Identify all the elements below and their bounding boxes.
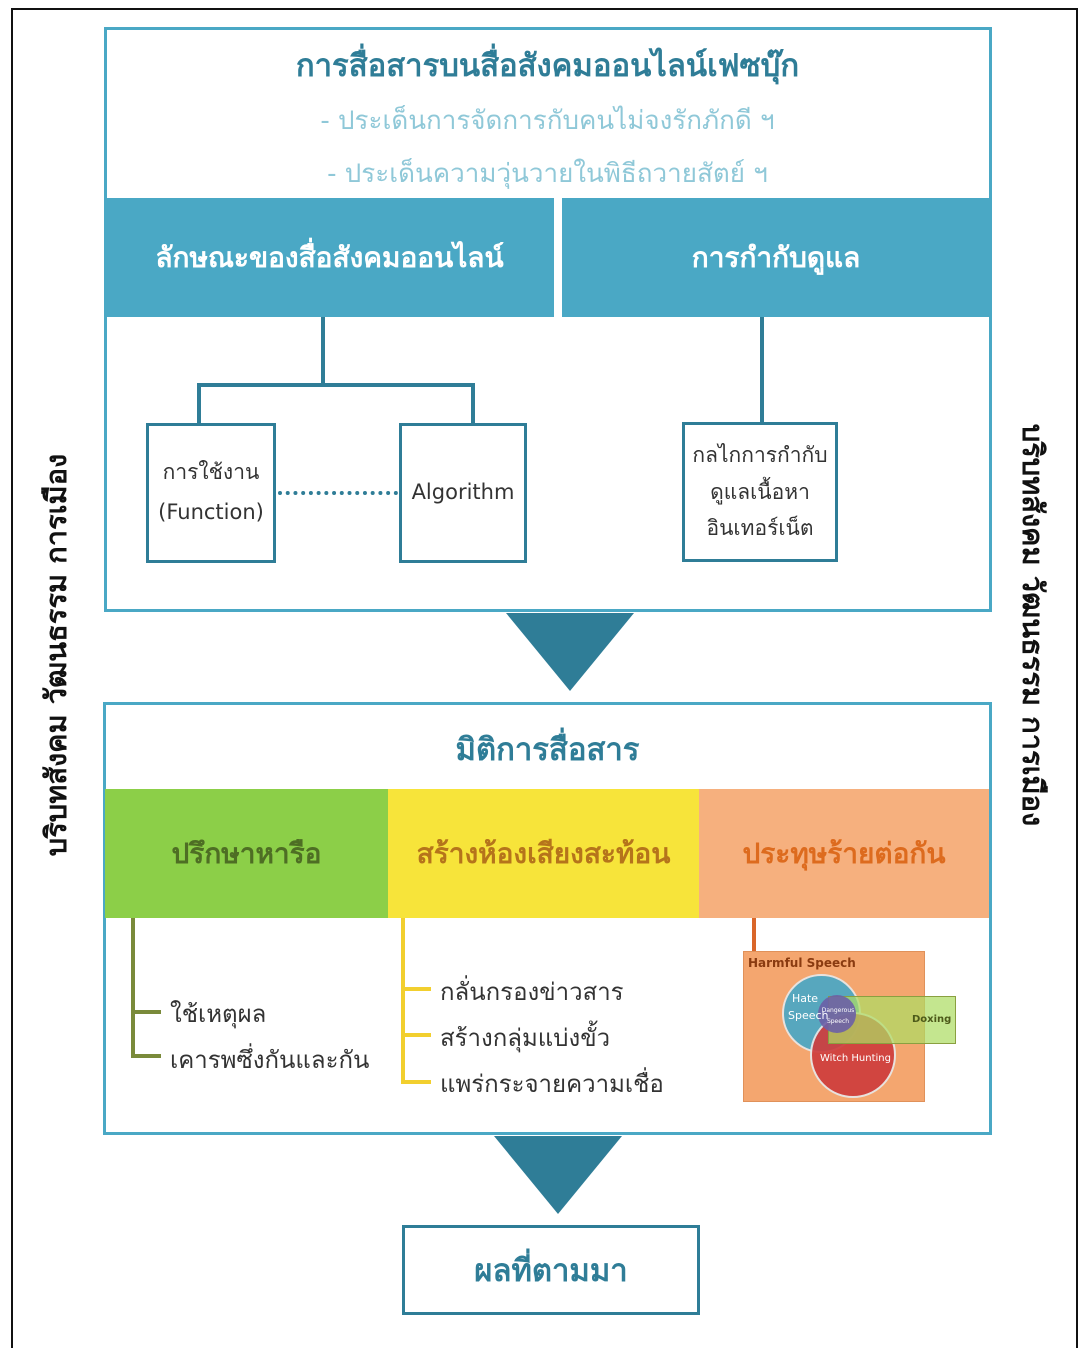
venn-dangerous-label: Dangerous Speech: [821, 1007, 855, 1025]
consequence-title: ผลที่ตามมา: [474, 1253, 628, 1289]
connector-left-bar: [197, 383, 475, 387]
side-label-left: บริบทสังคม วัฒนธรรม การเมือง: [39, 453, 73, 857]
tree-branch-deliberation-1: [131, 1010, 161, 1014]
regulation-box-line1: กลไกการกำกับ: [692, 442, 828, 467]
algorithm-label: Algorithm: [411, 480, 515, 505]
regulation-box-line3: อินเทอร์เน็ต: [706, 516, 814, 541]
function-box-line2: (Function): [158, 500, 264, 524]
deliberation-item-2: เคารพซึ่งกันและกัน: [170, 1046, 370, 1074]
top-section-title: การสื่อสารบนสื่อสังคมออนไลน์เฟซบุ๊ก: [295, 48, 800, 84]
venn-title: Harmful Speech: [748, 956, 856, 970]
echo-item-3: แพร่กระจายความเชื่อ: [440, 1070, 664, 1098]
venn-dangerous-circle: [818, 995, 856, 1033]
bottom-section-box: ผลที่ตามมา: [402, 1225, 700, 1315]
tree-branch-deliberation-2: [131, 1054, 161, 1058]
issue-line-1: - ประเด็นการจัดการกับคนไม่จงรักภักดี ฯ: [320, 106, 775, 136]
regulation-mechanism-box: กลไกการกำกับ ดูแลเนื้อหา อินเทอร์เน็ต: [682, 422, 838, 562]
deliberation-item-1: ใช้เหตุผล: [170, 1000, 267, 1028]
harmful-speech-venn: Harmful Speech Hate Speech Dangerous Spe…: [743, 951, 956, 1102]
tree-line-harmful: [752, 918, 756, 952]
media-characteristics-header: ลักษณะของสื่อสังคมออนไลน์: [105, 198, 554, 317]
function-box-line1: การใช้งาน: [162, 460, 260, 485]
connector-function-drop: [197, 383, 201, 425]
dotted-connector: [278, 491, 398, 495]
venn-hate-label: Hate Speech: [788, 992, 829, 1022]
connector-right-stem: [760, 317, 764, 424]
regulation-box-line2: ดูแลเนื้อหา: [710, 479, 810, 504]
tree-branch-echo-2: [401, 1033, 431, 1037]
venn-witch-label: Witch Hunting: [820, 1053, 891, 1064]
connector-left-stem: [321, 317, 325, 385]
outer-frame: [11, 8, 1078, 1348]
function-box: การใช้งาน (Function): [146, 423, 276, 563]
side-label-right: บริบทสังคม วัฒนธรรม การเมือง: [1016, 423, 1050, 827]
tree-branch-echo-1: [401, 987, 431, 991]
tree-branch-echo-3: [401, 1080, 431, 1084]
down-arrow-2: [494, 1136, 622, 1214]
issue-line-2: - ประเด็นความวุ่นวายในพิธีถวายสัตย์ ฯ: [327, 159, 768, 189]
connector-algorithm-drop: [471, 383, 475, 425]
middle-section-title: มิติการสื่อสาร: [455, 732, 640, 768]
down-arrow-1: [506, 613, 634, 691]
category-deliberation: ปรึกษาหารือ: [105, 789, 388, 918]
echo-item-1: กลั่นกรองข่าวสาร: [440, 978, 624, 1006]
category-harmful: ประทุษร้ายต่อกัน: [699, 789, 989, 918]
category-echo-chamber: สร้างห้องเสียงสะท้อน: [388, 789, 699, 918]
tree-line-deliberation: [131, 918, 135, 1058]
echo-item-2: สร้างกลุ่มแบ่งขั้ว: [440, 1024, 611, 1052]
regulation-header: การกำกับดูแล: [562, 198, 990, 317]
algorithm-box: Algorithm: [399, 423, 527, 563]
tree-line-echo: [401, 918, 405, 1084]
venn-doxing-label: Doxing: [912, 1014, 952, 1025]
